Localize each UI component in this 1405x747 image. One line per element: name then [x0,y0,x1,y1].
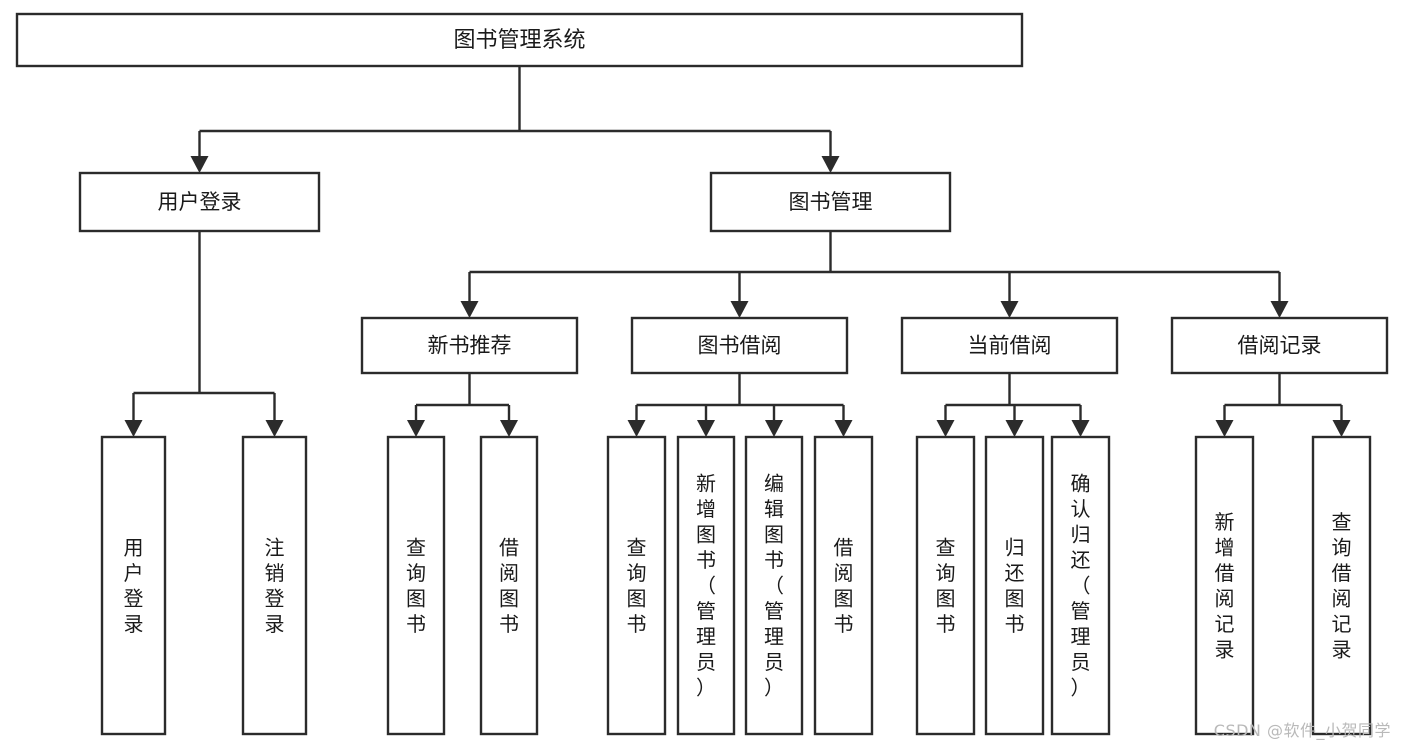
arrow-head-book-mgmt-0 [460,301,479,318]
arrow-head-lvl2-1-3 [834,420,853,437]
node-label: 用户登录 [158,190,242,214]
node-box[interactable] [630,316,849,375]
node-box[interactable] [1311,435,1372,736]
node-box[interactable] [984,435,1045,736]
arrow-head-user-login-1 [265,420,284,437]
node-box[interactable] [915,435,976,736]
node-box[interactable] [78,171,321,233]
node-box[interactable] [709,171,952,233]
watermark-label: CSDN @软件_小贺同学 [1213,721,1391,740]
node-root-图书管理系统[interactable]: 图书管理系统 [15,12,1024,68]
node-box[interactable] [241,435,308,736]
node-leaf-确认归还管理员-10[interactable]: 确认归还（管理员） [1050,435,1111,736]
node-label: 确认归还（管理员） [1071,472,1091,700]
arrow-head-lvl2-0-0 [407,420,425,437]
node-box[interactable] [813,435,874,736]
arrow-head-book-mgmt-1 [730,301,749,318]
node-label: 新增图书（管理员） [696,472,716,700]
node-box[interactable] [100,435,167,736]
arrow-head-book-mgmt-2 [1000,301,1019,318]
node-box[interactable] [479,435,539,736]
node-leaf-借阅图书-3[interactable]: 借阅图书 [479,435,539,736]
node-level1-用户登录-0[interactable]: 用户登录 [78,171,321,233]
arrow-head-user-login-0 [124,420,143,437]
node-level2-当前借阅-2[interactable]: 当前借阅 [900,316,1119,375]
arrow-head-root-0 [190,156,209,173]
node-label: 查询图书 [936,535,956,636]
node-label: 新增借阅记录 [1215,510,1235,662]
node-level1-图书管理-1[interactable]: 图书管理 [709,171,952,233]
node-box[interactable] [900,316,1119,375]
node-label: 借阅图书 [499,535,519,636]
node-label: 查询图书 [627,535,647,636]
node-leaf-用户登录-0[interactable]: 用户登录 [100,435,167,736]
node-box[interactable] [1170,316,1389,375]
node-label: 新书推荐 [428,334,512,358]
node-label: 用户登录 [124,535,144,636]
node-label: 编辑图书（管理员） [764,472,784,700]
arrow-head-lvl2-1-2 [765,420,783,437]
node-box[interactable] [15,12,1024,68]
node-label: 借阅图书 [834,535,854,636]
node-leaf-查询图书-2[interactable]: 查询图书 [386,435,446,736]
node-label: 查询借阅记录 [1332,510,1352,662]
arrow-head-lvl2-3-1 [1332,420,1351,437]
node-box[interactable] [606,435,667,736]
node-box[interactable] [386,435,446,736]
node-leaf-编辑图书管理员-6[interactable]: 编辑图书（管理员） [744,435,804,736]
node-leaf-新增借阅记录-11[interactable]: 新增借阅记录 [1194,435,1255,736]
node-level2-图书借阅-1[interactable]: 图书借阅 [630,316,849,375]
node-leaf-查询借阅记录-12[interactable]: 查询借阅记录 [1311,435,1372,736]
node-leaf-注销登录-1[interactable]: 注销登录 [241,435,308,736]
node-label: 归还图书 [1005,535,1025,636]
node-leaf-归还图书-9[interactable]: 归还图书 [984,435,1045,736]
arrow-head-lvl2-2-2 [1071,420,1090,437]
node-leaf-查询图书-8[interactable]: 查询图书 [915,435,976,736]
arrow-head-lvl2-3-0 [1215,420,1234,437]
node-label: 借阅记录 [1238,334,1322,358]
node-box[interactable] [1194,435,1255,736]
arrow-head-lvl2-1-0 [627,420,646,437]
arrow-head-lvl2-0-1 [500,420,518,437]
node-label: 图书管理系统 [453,28,585,53]
node-leaf-新增图书管理员-5[interactable]: 新增图书（管理员） [676,435,736,736]
node-box[interactable] [360,316,579,375]
node-box[interactable] [744,435,804,736]
arrow-head-lvl2-2-1 [1005,420,1024,437]
node-level2-借阅记录-3[interactable]: 借阅记录 [1170,316,1389,375]
arrow-head-lvl2-2-0 [936,420,955,437]
arrow-head-root-1 [821,156,840,173]
node-label: 当前借阅 [968,334,1052,358]
connector-layer [124,66,1351,437]
node-level2-新书推荐-0[interactable]: 新书推荐 [360,316,579,375]
node-layer: 图书管理系统用户登录图书管理新书推荐图书借阅当前借阅借阅记录用户登录注销登录查询… [15,12,1389,736]
node-box[interactable] [1050,435,1111,736]
node-label: 注销登录 [265,535,285,636]
node-label: 图书管理 [789,190,873,214]
node-label: 查询图书 [406,535,426,636]
node-label: 图书借阅 [698,334,782,358]
node-leaf-借阅图书-7[interactable]: 借阅图书 [813,435,874,736]
node-leaf-查询图书-4[interactable]: 查询图书 [606,435,667,736]
node-box[interactable] [676,435,736,736]
arrow-head-lvl2-1-1 [697,420,715,437]
arrow-head-book-mgmt-3 [1270,301,1289,318]
